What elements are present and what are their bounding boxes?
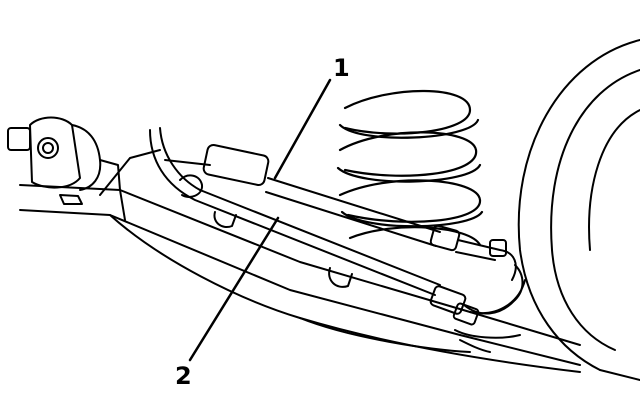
line-retainer-clips [213, 211, 353, 288]
callout-label-2: 2 [175, 362, 192, 390]
wheel-tire [517, 39, 640, 381]
control-arm [19, 149, 581, 373]
callout-label-1: 1 [333, 54, 350, 82]
brake-line-upper [164, 143, 517, 281]
leader-line-2 [188, 216, 280, 362]
bushing-mount [7, 116, 121, 205]
coil-spring [336, 89, 484, 247]
brake-line-lower [149, 127, 524, 326]
leader-line-1 [273, 78, 332, 180]
